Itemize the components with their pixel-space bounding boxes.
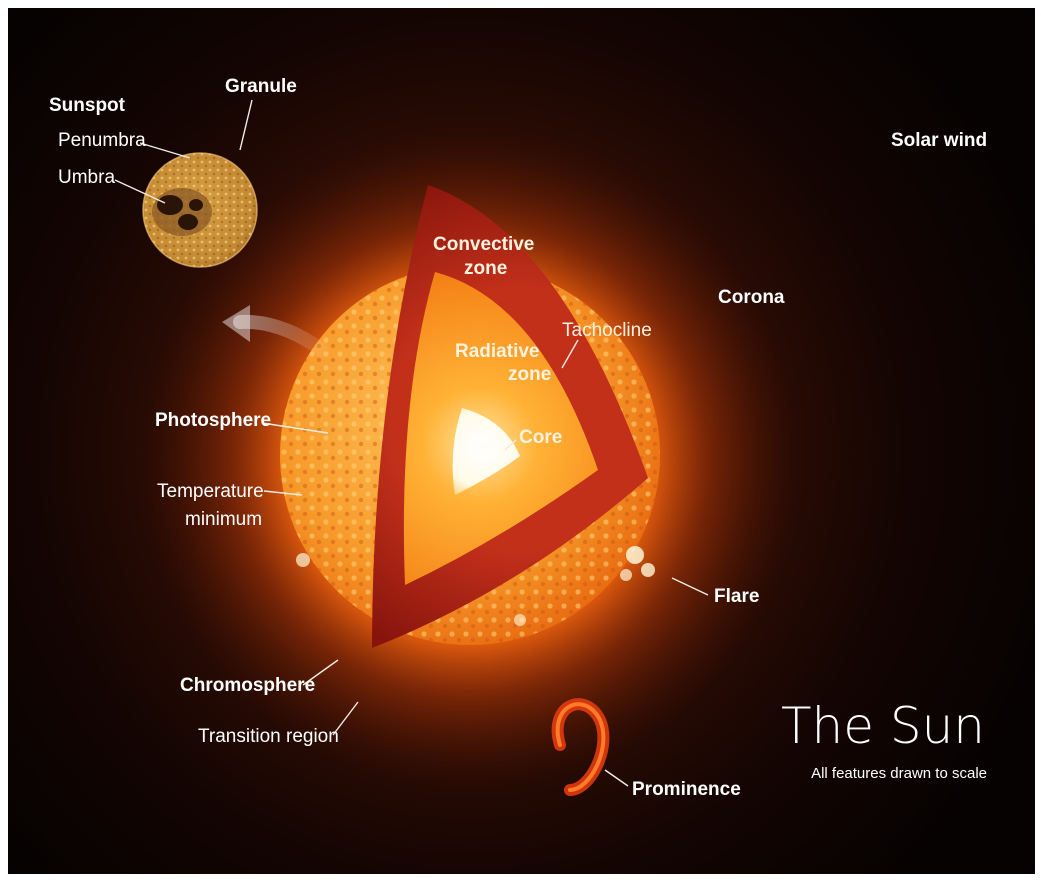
label-photosphere: Photosphere [155,410,271,431]
label-convective-zone-1: Convective [433,234,534,255]
diagram-subtitle: All features drawn to scale [811,765,987,782]
label-core: Core [519,427,562,448]
diagram-title: The Sun [781,697,985,755]
label-tachocline: Tachocline [562,320,652,341]
label-solar-wind: Solar wind [891,130,987,151]
label-penumbra: Penumbra [58,130,146,151]
label-radiative-zone-2: zone [508,364,551,385]
label-umbra: Umbra [58,167,115,188]
label-prominence: Prominence [632,779,741,800]
label-corona: Corona [718,287,785,308]
label-sunspot: Sunspot [49,95,126,116]
label-flare: Flare [714,586,759,607]
label-chromosphere: Chromosphere [180,675,315,696]
label-granule: Granule [225,76,297,97]
label-convective-zone-2: zone [464,258,507,279]
label-temperature-minimum-2: minimum [185,509,262,530]
label-radiative-zone-1: Radiative [455,341,539,362]
label-temperature-minimum-1: Temperature [157,481,264,502]
label-transition-region: Transition region [198,726,339,747]
